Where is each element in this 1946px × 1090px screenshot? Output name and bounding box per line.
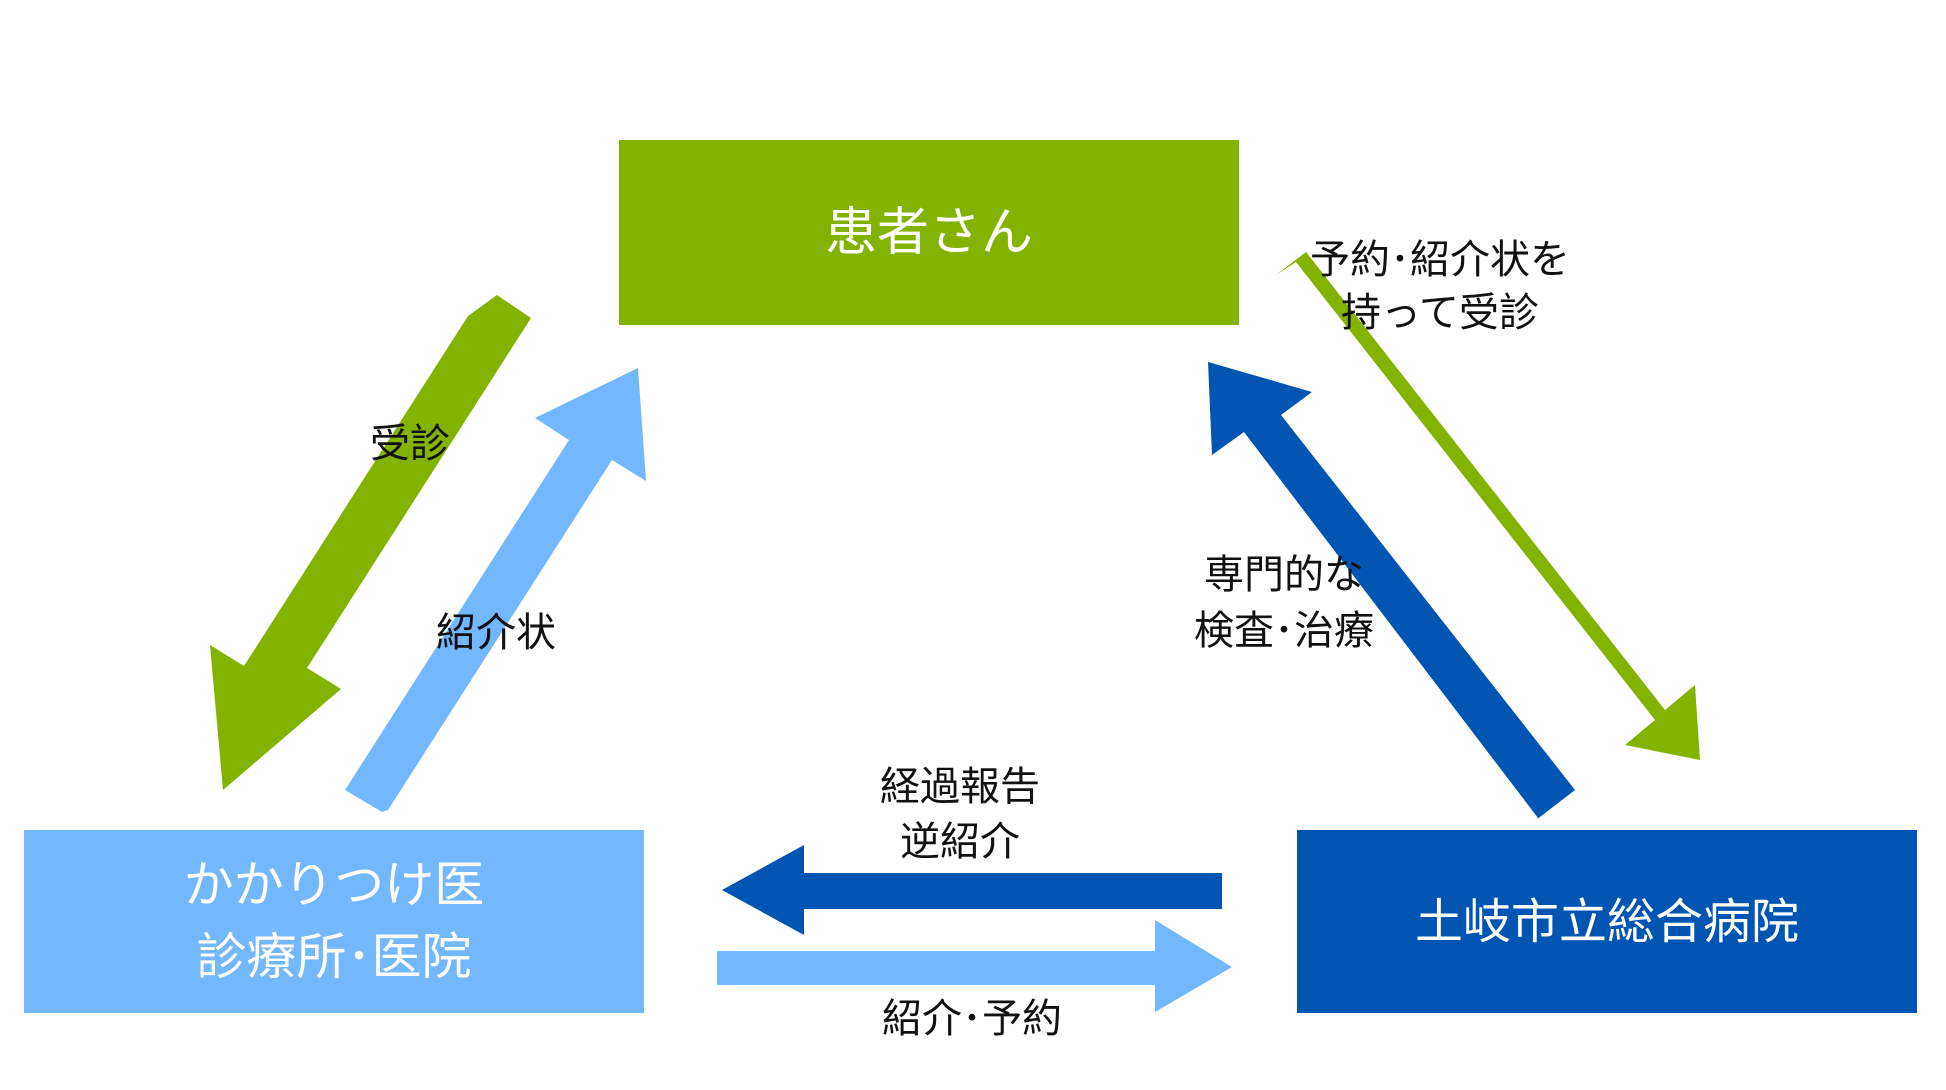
label-clinic-to-patient: 紹介状: [436, 610, 556, 656]
arrow-patient-to-clinic: [210, 295, 531, 790]
label-hospital-to-clinic-line1: 経過報告: [880, 764, 1040, 810]
label-patient-to-clinic: 受診: [370, 421, 450, 467]
label-hospital-to-clinic-line2: 逆紹介: [900, 819, 1020, 865]
label-clinic-to-hospital: 紹介･予約: [882, 996, 1062, 1042]
patient-label: 患者さん: [825, 203, 1033, 263]
hospital-box: [1297, 830, 1917, 1013]
label-hospital-to-patient-line1: 専門的な: [1204, 552, 1364, 598]
clinic-label-line1: かかりつけ医: [184, 856, 485, 914]
label-patient-to-hospital-line2: 持って受診: [1341, 290, 1539, 336]
patient-box: [619, 140, 1239, 325]
arrow-hospital-to-patient: [1208, 362, 1575, 820]
arrow-clinic-to-patient: [345, 368, 646, 812]
clinic-box: [24, 830, 644, 1013]
arrow-hospital-to-clinic: [722, 845, 1222, 935]
label-hospital-to-patient-line2: 検査･治療: [1194, 608, 1374, 654]
hospital-label: 土岐市立総合病院: [1415, 894, 1799, 950]
label-patient-to-hospital-line1: 予約･紹介状を: [1310, 237, 1570, 283]
clinic-label-line2: 診療所･医院: [197, 928, 472, 986]
arrow-clinic-to-hospital: [717, 920, 1232, 1012]
arrow-patient-to-hospital: [1276, 252, 1700, 760]
